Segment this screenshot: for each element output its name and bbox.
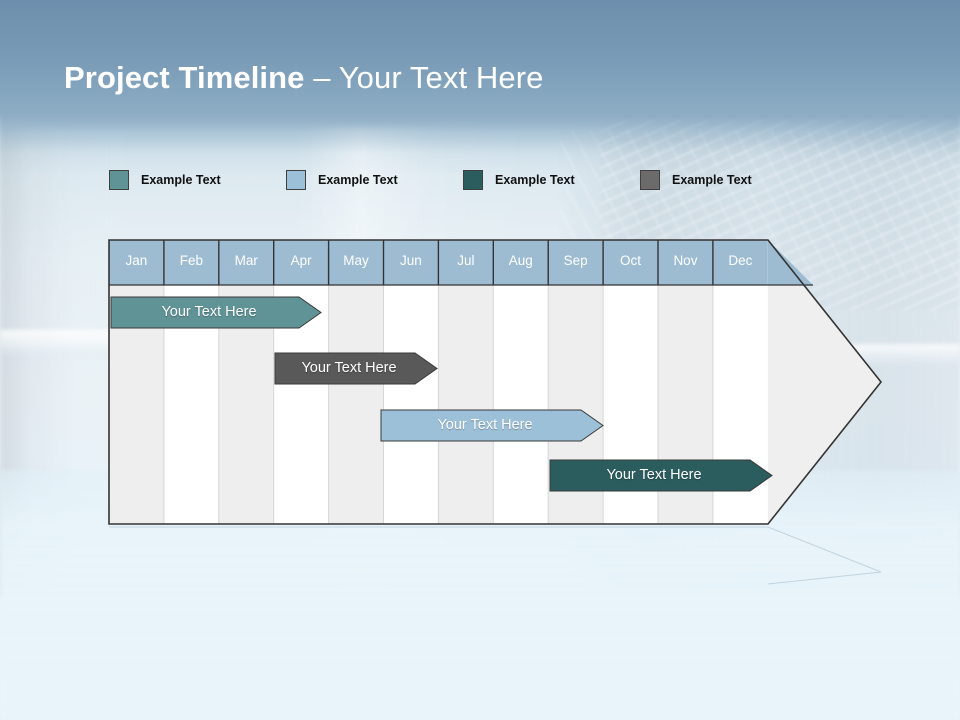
legend-label-1: Example Text <box>141 173 221 187</box>
month-header-cell-oct[interactable] <box>603 240 658 285</box>
month-header-cell-jun[interactable] <box>383 240 439 285</box>
month-header-cell-nov[interactable] <box>658 240 713 285</box>
legend: Example Text Example Text Example Text Exam… <box>0 170 960 196</box>
background-rail-left <box>0 330 120 356</box>
legend-item-4[interactable]: Example Text <box>640 170 752 190</box>
month-header-cell-jan[interactable] <box>109 240 164 285</box>
page-title: Project Timeline – Your Text Here <box>64 60 543 96</box>
task-bar-4[interactable] <box>549 459 773 492</box>
page-title-bold: Project Timeline <box>64 60 305 95</box>
legend-swatch-2 <box>286 170 306 190</box>
timeline-reflection <box>109 526 882 585</box>
task-bar-3[interactable] <box>380 409 604 442</box>
timeline-column-band-jun <box>383 285 439 524</box>
legend-label-2: Example Text <box>318 173 398 187</box>
task-bar-2[interactable] <box>274 352 438 385</box>
timeline-column-band-aug <box>493 285 549 524</box>
month-header-corner <box>768 240 813 285</box>
legend-label-3: Example Text <box>495 173 575 187</box>
page-title-rest: – Your Text Here <box>304 60 544 95</box>
month-header-cell-mar[interactable] <box>218 240 274 285</box>
month-header-cell-dec[interactable] <box>712 240 768 285</box>
month-header-cell-jul[interactable] <box>438 240 494 285</box>
legend-item-1[interactable]: Example Text <box>109 170 221 190</box>
legend-swatch-4 <box>640 170 660 190</box>
month-header-cell-apr[interactable] <box>273 240 329 285</box>
task-bar-1[interactable] <box>110 296 322 329</box>
legend-item-2[interactable]: Example Text <box>286 170 398 190</box>
month-header-cell-sep[interactable] <box>548 240 604 285</box>
legend-swatch-3 <box>463 170 483 190</box>
month-header-cell-may[interactable] <box>328 240 384 285</box>
month-header-cell-feb[interactable] <box>163 240 219 285</box>
timeline-column-band-may <box>328 285 384 524</box>
timeline-column-band-jul <box>438 285 494 524</box>
legend-item-3[interactable]: Example Text <box>463 170 575 190</box>
legend-swatch-1 <box>109 170 129 190</box>
month-header-cell-aug[interactable] <box>493 240 549 285</box>
legend-label-4: Example Text <box>672 173 752 187</box>
timeline-arrow-outline <box>108 239 883 525</box>
background-top-fade <box>0 112 960 152</box>
